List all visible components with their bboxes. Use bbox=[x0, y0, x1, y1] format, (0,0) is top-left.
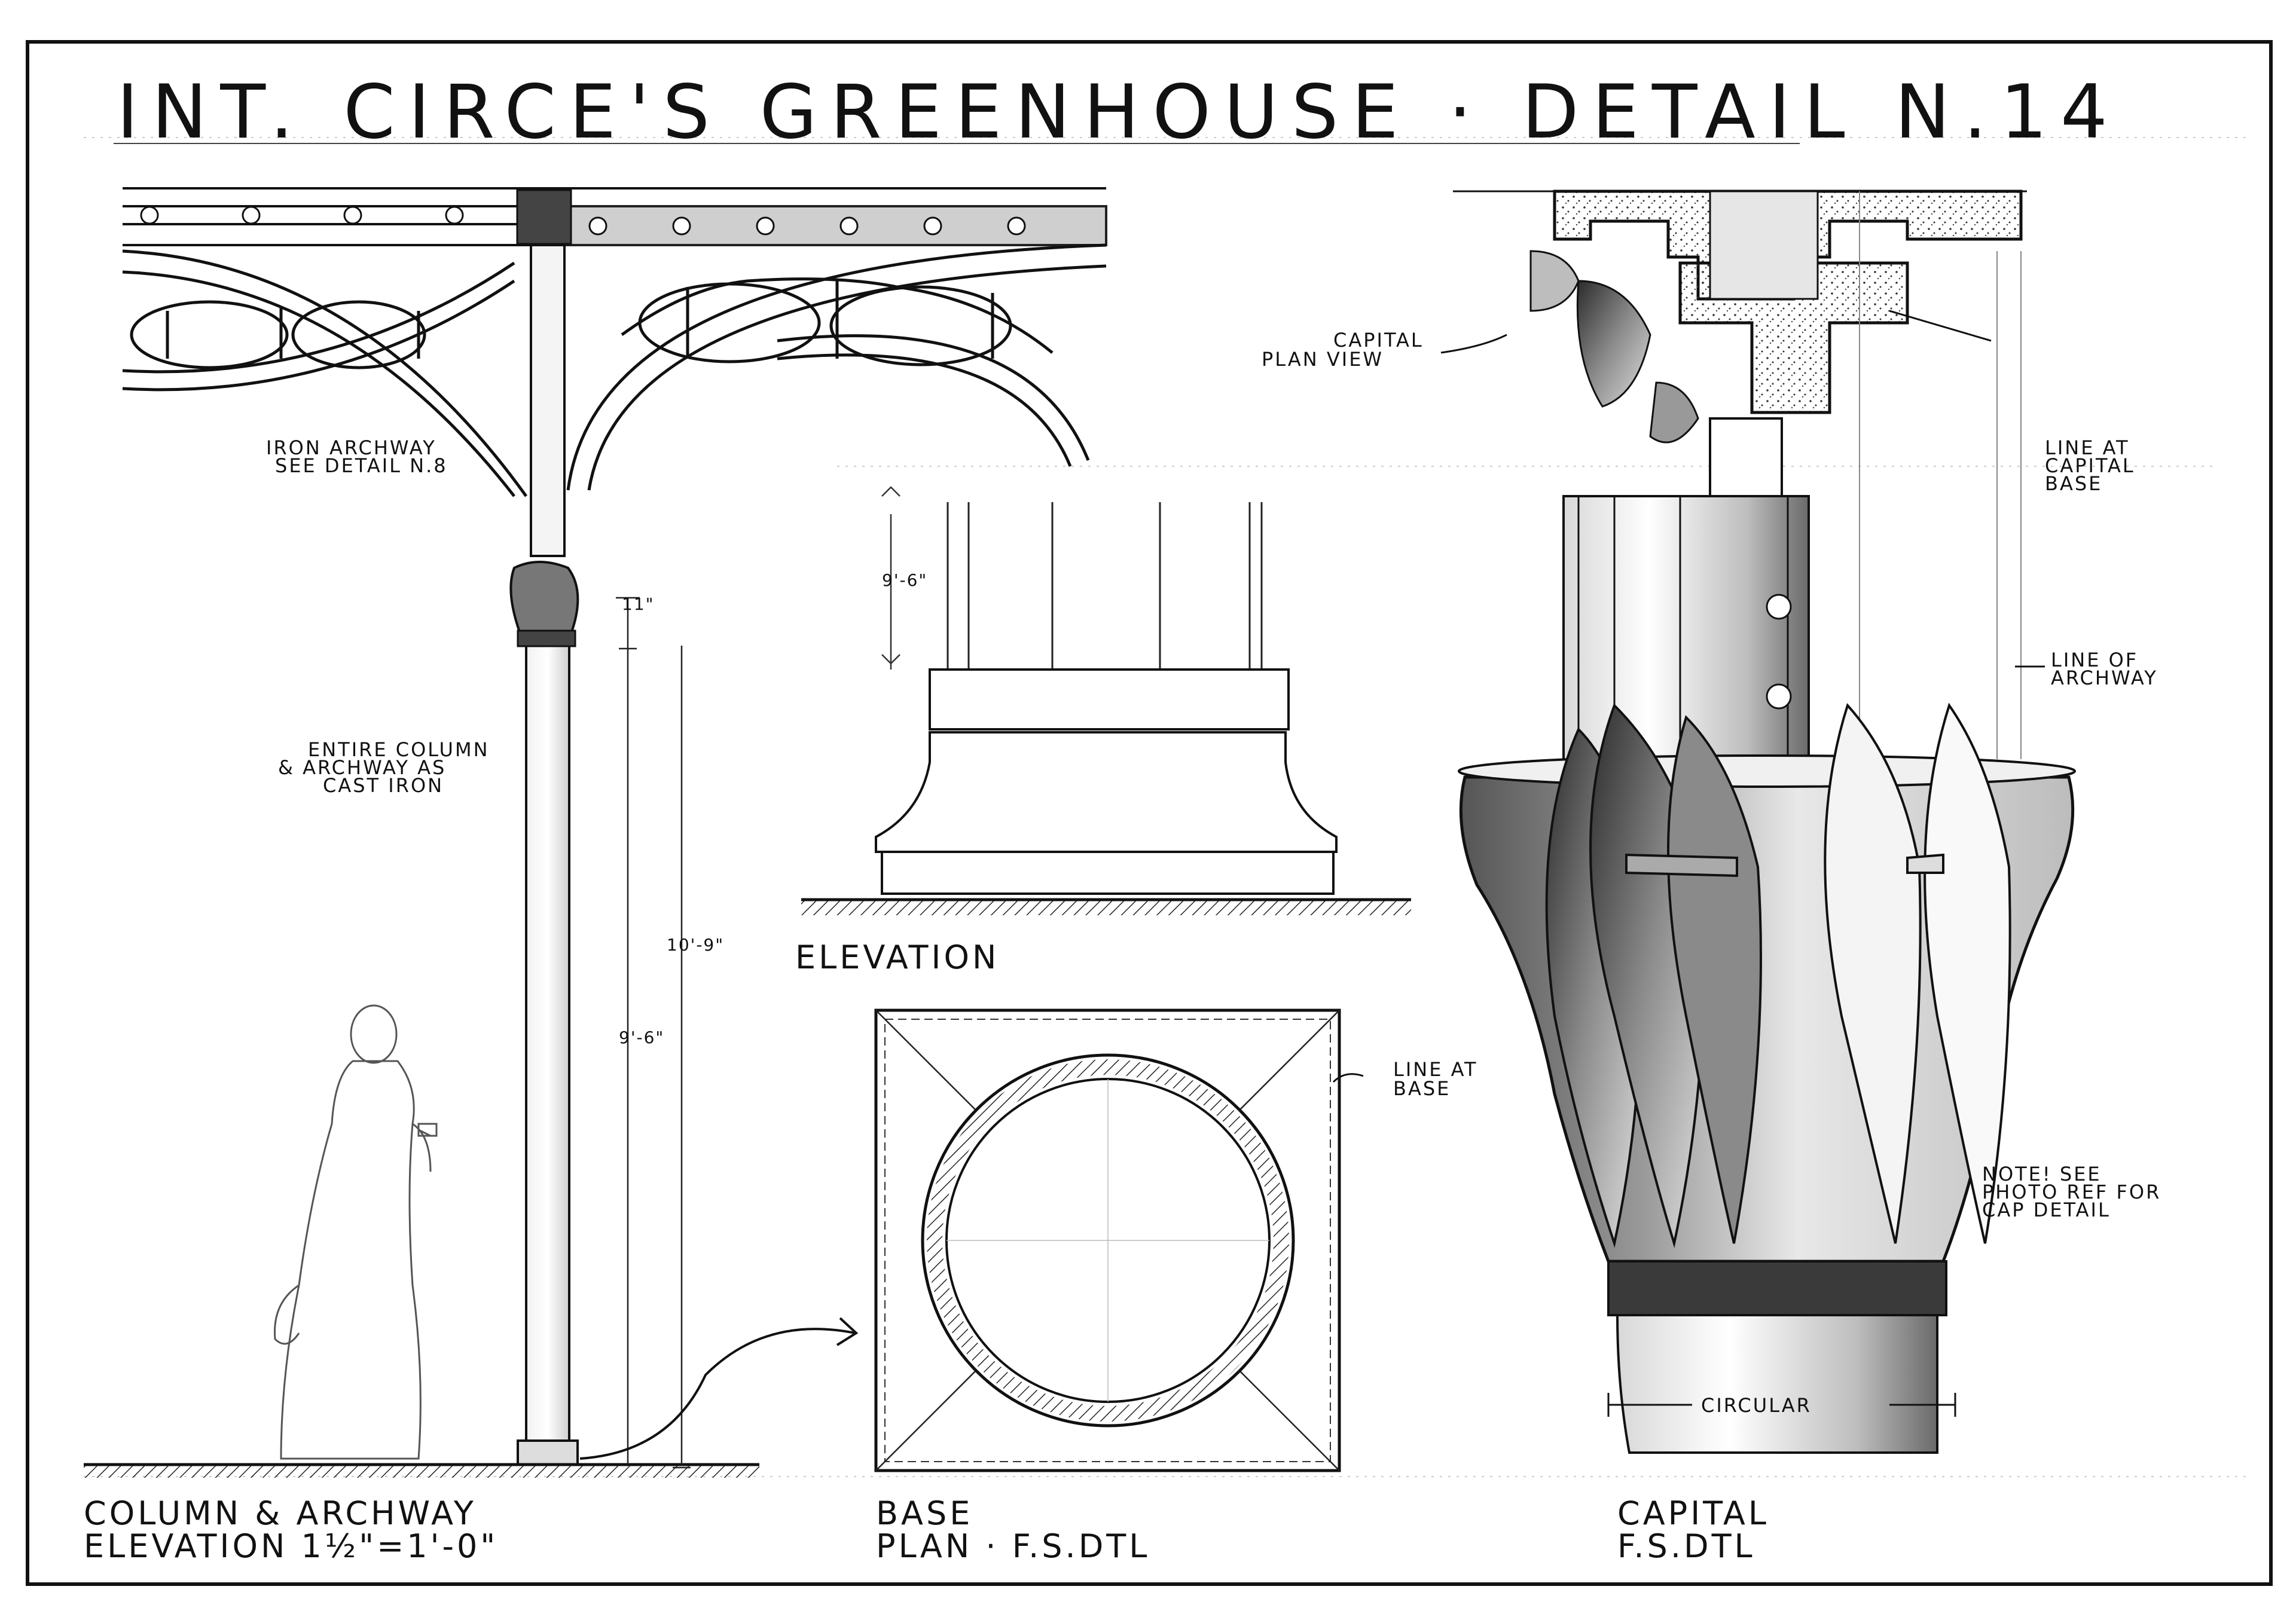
column-archway-elevation: 11" 10'-9" 9'-6" IRON ARCHWAY SEE DETAIL… bbox=[84, 187, 1107, 1565]
capital-title-2: F.S.DTL bbox=[1617, 1527, 1755, 1565]
capital-circular-label: CIRCULAR bbox=[1701, 1394, 1812, 1417]
base-plan-diagonals bbox=[875, 1010, 1340, 1471]
capital-title-1: CAPITAL bbox=[1617, 1494, 1769, 1532]
base-plinth-upper bbox=[929, 668, 1290, 730]
base-elevation-label: ELEVATION bbox=[795, 939, 999, 976]
capital-lower-shaft bbox=[1616, 1314, 1938, 1454]
column-head-block bbox=[516, 189, 572, 245]
note-see-detail: SEE DETAIL N.8 bbox=[275, 454, 448, 477]
ground-line-left bbox=[84, 1465, 759, 1478]
base-plan-ring-hatch bbox=[927, 1059, 1289, 1422]
capital-plan-view-label-1: CAPITAL bbox=[1333, 329, 1424, 352]
base-plan-title-1: BASE bbox=[876, 1494, 973, 1532]
note-archway-as: & ARCHWAY AS bbox=[278, 756, 446, 779]
archway-beam bbox=[123, 187, 1107, 246]
base-plan-title-2: PLAN · F.S.DTL bbox=[876, 1527, 1150, 1565]
dim-shaft: 9'-6" bbox=[619, 1028, 664, 1047]
base-elevation-flutes bbox=[947, 502, 1263, 670]
column-dimensions bbox=[616, 597, 691, 1469]
base-dim-shaft: 9'-6" bbox=[882, 570, 927, 590]
capital-leaves bbox=[1545, 702, 2011, 1248]
note-line-at-base-2: BASE bbox=[1393, 1077, 1451, 1100]
note-line-of-archway-1: LINE OF bbox=[2051, 649, 2138, 671]
note-line-of-archway-2: ARCHWAY bbox=[2051, 667, 2158, 689]
ground-line-base bbox=[801, 900, 1411, 915]
note-line-at-capital-2: CAPITAL bbox=[2045, 454, 2135, 477]
left-arch bbox=[122, 249, 528, 497]
note-photo-ref-2: PHOTO REF FOR bbox=[1982, 1181, 2161, 1203]
column-capital bbox=[509, 561, 579, 635]
column-title-line2: ELEVATION 1½"=1'-0" bbox=[84, 1527, 498, 1565]
base-plan-inner bbox=[884, 1019, 1331, 1462]
capital-detail: CAPITAL PLAN VIEW bbox=[1262, 189, 2161, 1565]
base-plinth-lower bbox=[881, 851, 1335, 895]
sheet-title: INT. CIRCE'S GREENHOUSE · DETAIL N.14 bbox=[117, 69, 2121, 155]
note-line-at-capital-3: BASE bbox=[2045, 472, 2102, 495]
base-flare bbox=[875, 731, 1338, 853]
column-upper-shaft bbox=[530, 244, 566, 557]
column-shaft bbox=[525, 644, 570, 1460]
column-base bbox=[517, 1439, 579, 1466]
dim-total: 10'-9" bbox=[667, 935, 724, 955]
column-title-line1: COLUMN & ARCHWAY bbox=[84, 1494, 477, 1532]
column-capital-band bbox=[517, 629, 576, 647]
note-photo-ref-3: CAP DETAIL bbox=[1982, 1199, 2111, 1221]
note-line-at-capital-1: LINE AT bbox=[2045, 436, 2130, 459]
note-photo-ref-1: NOTE! SEE bbox=[1982, 1163, 2102, 1185]
note-iron-archway: IRON ARCHWAY bbox=[266, 436, 436, 459]
capital-base-band bbox=[1607, 1260, 1947, 1316]
beam-rivets bbox=[140, 206, 1026, 236]
note-line-at-base-1: LINE AT bbox=[1393, 1058, 1478, 1081]
capital-plan-view: CAPITAL PLAN VIEW bbox=[1262, 189, 2027, 521]
sheet-border bbox=[26, 40, 2273, 1586]
callout-arrow bbox=[579, 1328, 856, 1460]
base-plan: LINE AT BASE BASE PLAN · F.S.DTL bbox=[874, 1008, 1478, 1565]
note-cast-iron: CAST IRON bbox=[323, 774, 444, 797]
capital-plan-view-label-2: PLAN VIEW bbox=[1262, 348, 1384, 371]
note-entire-column: ENTIRE COLUMN bbox=[308, 738, 490, 761]
scale-figure bbox=[274, 1004, 438, 1460]
base-elevation: 9'-6" ELEVATION bbox=[795, 486, 1411, 976]
right-arch bbox=[566, 243, 1107, 491]
dim-capital: 11" bbox=[622, 594, 655, 614]
